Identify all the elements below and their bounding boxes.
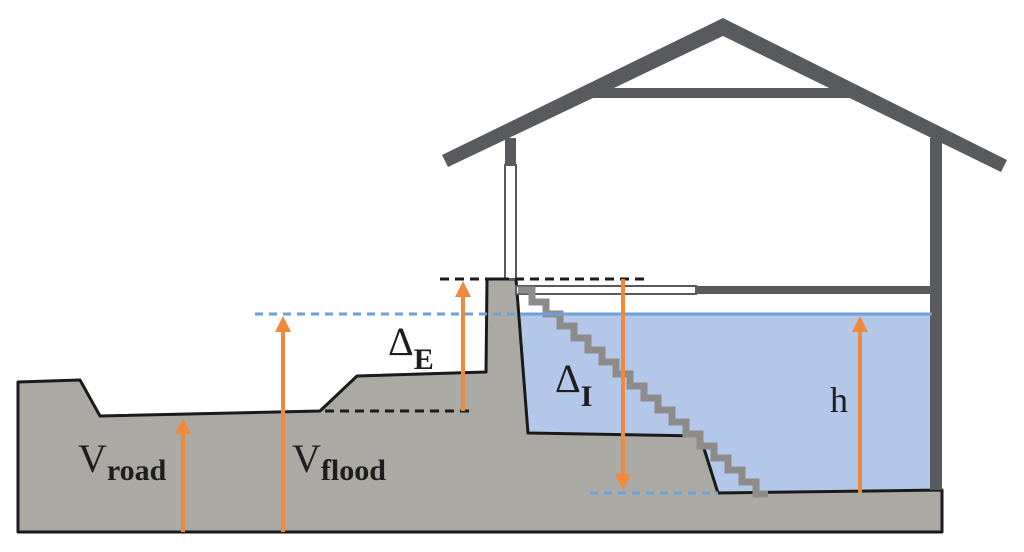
- label-delta-i: ΔI: [555, 356, 592, 413]
- measurement-arrows: [175, 279, 868, 532]
- label-v-flood: Vflood: [292, 436, 386, 487]
- house-roof: [442, 18, 1007, 172]
- house-walls: [504, 138, 942, 490]
- label-v-road: Vroad: [78, 436, 167, 487]
- house-floor: [515, 285, 932, 295]
- label-delta-e: ΔE: [388, 319, 434, 376]
- stairs: [518, 286, 768, 498]
- label-h: h: [830, 380, 848, 420]
